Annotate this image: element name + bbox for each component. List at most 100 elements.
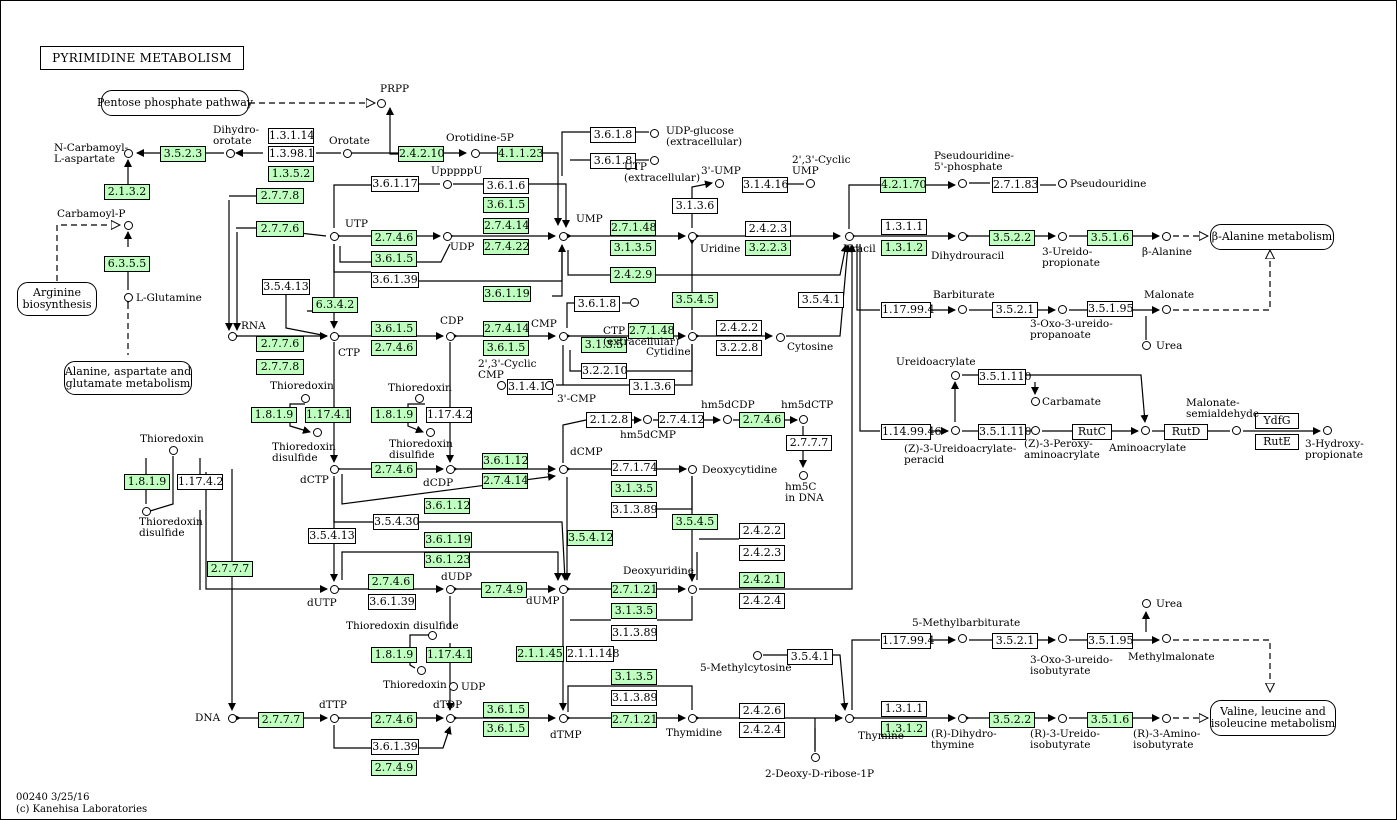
compound-node-z-3-peroxy-aminoacrylate[interactable] <box>1030 425 1040 435</box>
compound-node-3-cmp[interactable] <box>544 380 554 390</box>
enzyme-box-3-5-4-13[interactable]: 3.5.4.13 <box>308 528 356 544</box>
enzyme-box-3-5-1-95[interactable]: 3.5.1.95 <box>1087 301 1134 317</box>
enzyme-box-2-7-7-6[interactable]: 2.7.7.6 <box>256 221 304 237</box>
enzyme-box-3-6-1-19[interactable]: 3.6.1.19 <box>424 532 472 548</box>
enzyme-box-3-6-1-8[interactable]: 3.6.1.8 <box>574 296 620 312</box>
enzyme-box-3-5-2-1[interactable]: 3.5.2.1 <box>992 633 1038 649</box>
compound-node-thioredoxin-disulfide[interactable] <box>425 427 435 437</box>
compound-node-l-glutamine[interactable] <box>123 292 133 302</box>
enzyme-box-2-4-2-9[interactable]: 2.4.2.9 <box>610 267 656 283</box>
compound-node-udp-glucose-extracellular[interactable] <box>649 128 659 138</box>
enzyme-box-3-5-4-1[interactable]: 3.5.4.1 <box>787 649 833 665</box>
compound-node-dump[interactable] <box>558 584 568 594</box>
enzyme-box-2-7-7-8[interactable]: 2.7.7.8 <box>256 188 304 204</box>
enzyme-box-2-7-4-22[interactable]: 2.7.4.22 <box>483 239 530 255</box>
compound-node-methylmalonate[interactable] <box>1161 633 1171 643</box>
compound-node-3-oxo-3-ureido-propanoate[interactable] <box>1057 304 1067 314</box>
enzyme-box-1-8-1-9[interactable]: 1.8.1.9 <box>371 647 417 663</box>
enzyme-box-1-17-4-1[interactable]: 1.17.4.1 <box>426 647 473 663</box>
compound-node-udp[interactable] <box>448 681 458 691</box>
compound-node-rna[interactable] <box>227 331 237 341</box>
enzyme-box-2-7-7-7[interactable]: 2.7.7.7 <box>786 435 832 451</box>
enzyme-box-1-3-5-2[interactable]: 1.3.5.2 <box>268 166 314 182</box>
compound-node-n-carbamoyl-l-aspartate[interactable] <box>123 148 133 158</box>
compound-node-malonate-semialdehyde[interactable] <box>1231 425 1241 435</box>
enzyme-box-2-1-3-2[interactable]: 2.1.3.2 <box>104 184 150 200</box>
enzyme-box-2-7-7-6[interactable]: 2.7.7.6 <box>256 336 304 352</box>
compound-node-3-ureido-propionate[interactable] <box>1057 231 1067 241</box>
enzyme-box-1-3-1-14[interactable]: 1.3.1.14 <box>268 128 315 144</box>
compound-node-urea[interactable] <box>1141 340 1151 350</box>
enzyme-box-1-3-1-2[interactable]: 1.3.1.2 <box>881 240 927 256</box>
compound-node-thioredoxin[interactable] <box>416 665 426 675</box>
enzyme-box-3-1-4-16[interactable]: 3.1.4.16 <box>742 177 789 193</box>
enzyme-box-3-5-2-2[interactable]: 3.5.2.2 <box>989 230 1035 246</box>
enzyme-box-3-1-3-89[interactable]: 3.1.3.89 <box>611 625 658 641</box>
enzyme-box-2-7-4-6[interactable]: 2.7.4.6 <box>371 462 417 478</box>
enzyme-box-3-6-1-39[interactable]: 3.6.1.39 <box>371 272 419 288</box>
enzyme-box-3-5-1-6[interactable]: 3.5.1.6 <box>1087 712 1133 728</box>
enzyme-box-2-1-1-148[interactable]: 2.1.1.148 <box>566 646 620 662</box>
enzyme-box-2-7-1-48[interactable]: 2.7.1.48 <box>628 323 675 339</box>
compound-node-pseudouridine[interactable] <box>1057 178 1067 188</box>
compound-node-dtdp[interactable] <box>445 713 455 723</box>
enzyme-box-3-5-1-95[interactable]: 3.5.1.95 <box>1087 633 1134 649</box>
compound-node-deoxyuridine[interactable] <box>687 584 697 594</box>
compound-node-ump[interactable] <box>558 231 568 241</box>
compound-node-3-oxo-3-ureido-isobutyrate[interactable] <box>1057 633 1067 643</box>
pathway-link-valine-leucine-and-isoleucine-metabolism[interactable]: Valine, leucine and isoleucine metabolis… <box>1210 700 1336 736</box>
enzyme-box-6-3-4-2[interactable]: 6.3.4.2 <box>312 297 358 313</box>
compound-node-udp[interactable] <box>442 231 452 241</box>
enzyme-box-2-4-2-6[interactable]: 2.4.2.6 <box>739 703 785 719</box>
enzyme-box-3-6-1-19[interactable]: 3.6.1.19 <box>483 286 531 302</box>
enzyme-box-1-17-4-1[interactable]: 1.17.4.1 <box>305 407 352 423</box>
pathway-link-alanine-metabolism[interactable]: β-Alanine metabolism <box>1210 224 1334 250</box>
enzyme-box-3-6-1-8[interactable]: 3.6.1.8 <box>590 153 636 169</box>
enzyme-box-3-5-2-2[interactable]: 3.5.2.2 <box>989 712 1035 728</box>
enzyme-box-1-8-1-9[interactable]: 1.8.1.9 <box>371 407 417 423</box>
compound-node-thymine[interactable] <box>844 713 854 723</box>
enzyme-box-3-6-1-8[interactable]: 3.6.1.8 <box>590 127 636 143</box>
compound-node-thioredoxin-disulfide[interactable] <box>427 630 437 640</box>
compound-node-ctp-extracellular[interactable] <box>629 297 639 307</box>
enzyme-box-2-4-2-1[interactable]: 2.4.2.1 <box>739 572 785 588</box>
compound-node-barbiturate[interactable] <box>957 304 967 314</box>
enzyme-box-2-7-4-6[interactable]: 2.7.4.6 <box>368 574 414 590</box>
enzyme-box-3-5-4-5[interactable]: 3.5.4.5 <box>672 514 718 530</box>
enzyme-box-2-7-1-74[interactable]: 2.7.1.74 <box>611 460 658 476</box>
compound-node-alanine[interactable] <box>1161 231 1171 241</box>
enzyme-box-rute[interactable]: RutE <box>1255 434 1299 450</box>
compound-node-cytosine[interactable] <box>775 332 785 342</box>
enzyme-box-3-6-1-39[interactable]: 3.6.1.39 <box>368 594 416 610</box>
enzyme-box-2-4-2-4[interactable]: 2.4.2.4 <box>739 722 785 738</box>
enzyme-box-2-7-7-7[interactable]: 2.7.7.7 <box>258 712 304 728</box>
compound-node-hm5dcdp[interactable] <box>722 414 732 424</box>
compound-node-dihydro-orotate[interactable] <box>225 148 235 158</box>
compound-node-dctp[interactable] <box>329 464 339 474</box>
compound-node-thioredoxin[interactable] <box>300 393 310 403</box>
enzyme-box-3-5-2-1[interactable]: 3.5.2.1 <box>992 302 1038 318</box>
compound-node-deoxycytidine[interactable] <box>687 464 697 474</box>
compound-node-prpp[interactable] <box>376 98 386 108</box>
compound-node-uracil[interactable] <box>844 231 854 241</box>
compound-node-r-dihydro-thymine[interactable] <box>957 713 967 723</box>
compound-node-5-methylcytosine[interactable] <box>752 650 762 660</box>
compound-node-ureidoacrylate[interactable] <box>950 370 960 380</box>
compound-node-r-3-ureido-isobutyrate[interactable] <box>1057 713 1067 723</box>
enzyme-box-2-4-2-10[interactable]: 2.4.2.10 <box>398 146 445 162</box>
enzyme-box-3-1-3-5[interactable]: 3.1.3.5 <box>611 669 657 685</box>
enzyme-box-1-8-1-9[interactable]: 1.8.1.9 <box>251 407 297 423</box>
enzyme-box-1-17-99-4[interactable]: 1.17.99.4 <box>881 302 935 318</box>
enzyme-box-2-4-2-3[interactable]: 2.4.2.3 <box>745 221 791 237</box>
compound-node-3-hydroxy-propionate[interactable] <box>1322 425 1332 435</box>
enzyme-box-3-2-2-8[interactable]: 3.2.2.8 <box>716 340 762 356</box>
compound-node-aminoacrylate[interactable] <box>1140 425 1150 435</box>
compound-node-thioredoxin[interactable] <box>414 393 424 403</box>
enzyme-box-3-1-3-5[interactable]: 3.1.3.5 <box>611 481 657 497</box>
enzyme-box-3-2-2-3[interactable]: 3.2.2.3 <box>745 240 791 256</box>
compound-node-3-ump[interactable] <box>714 178 724 188</box>
enzyme-box-4-1-1-23[interactable]: 4.1.1.23 <box>497 146 544 162</box>
compound-node-thioredoxin[interactable] <box>168 445 178 455</box>
enzyme-box-1-3-1-2[interactable]: 1.3.1.2 <box>881 721 927 737</box>
enzyme-box-2-7-7-7[interactable]: 2.7.7.7 <box>207 561 253 577</box>
